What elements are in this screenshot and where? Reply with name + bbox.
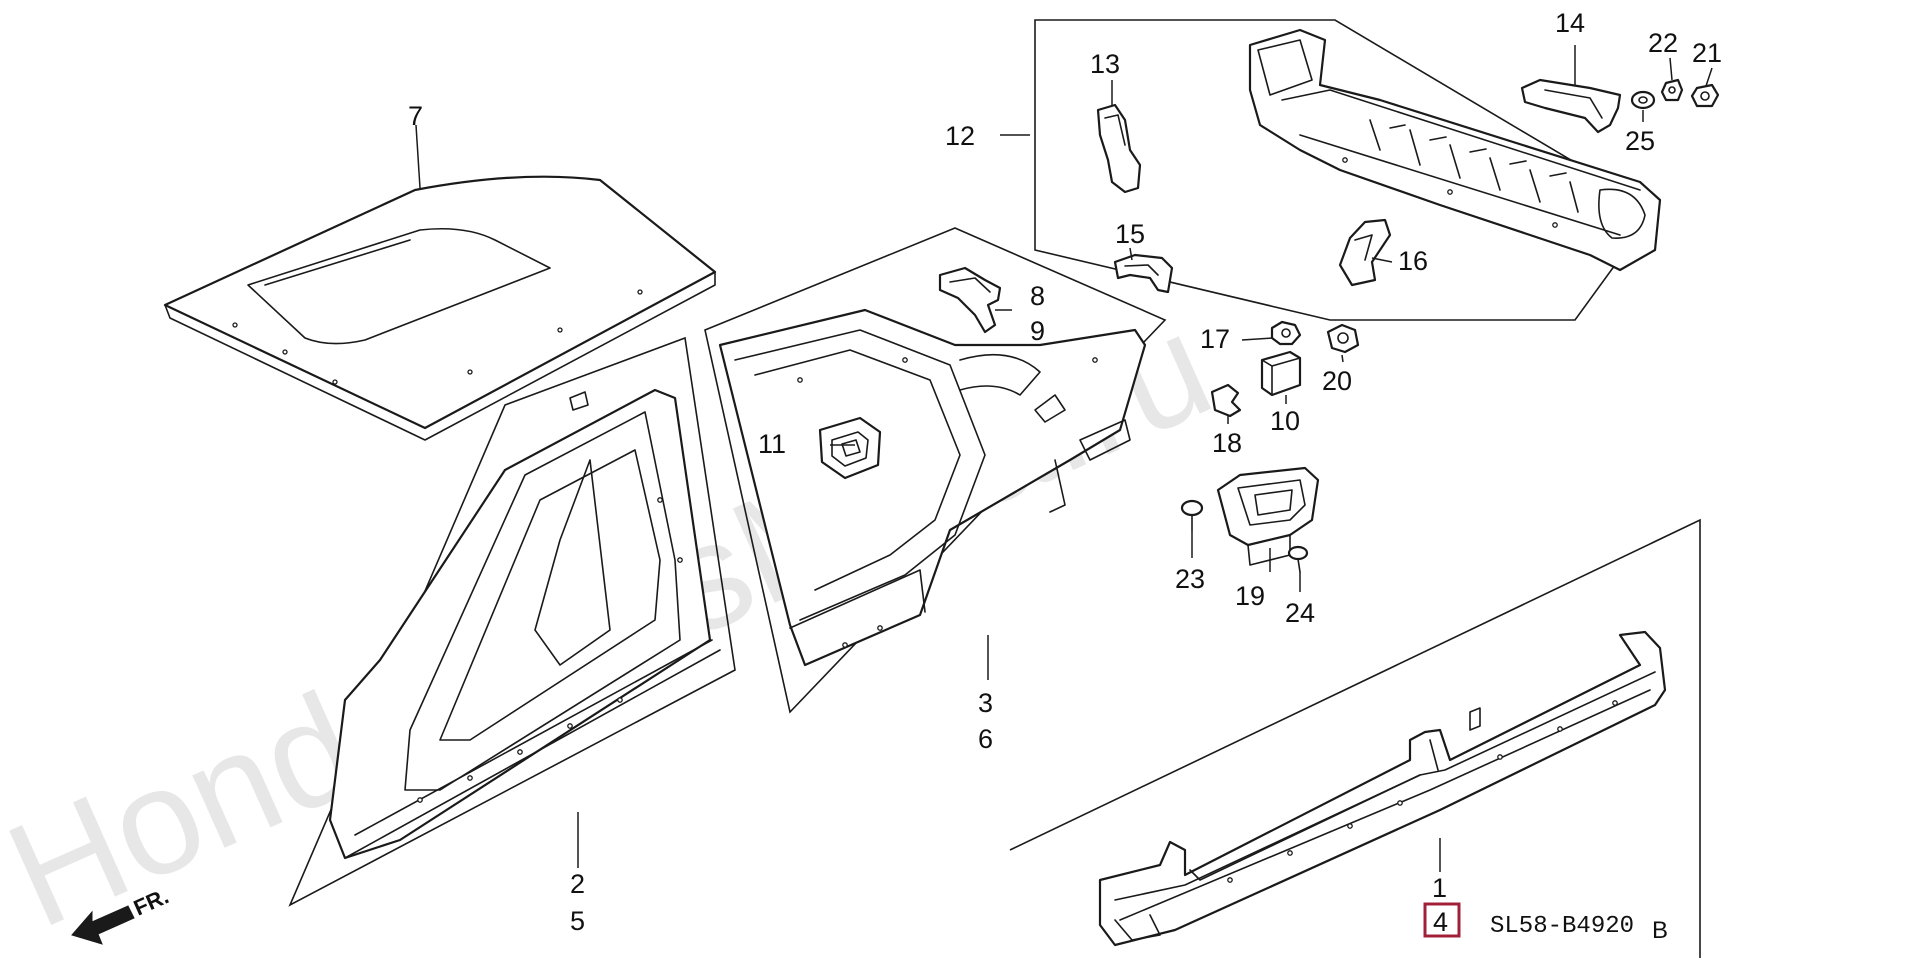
rear-panel-group-frame	[1034, 19, 1657, 321]
bolt-part-23[interactable]	[1180, 499, 1204, 531]
callout-5[interactable]: 5	[570, 906, 585, 936]
bracket-part-15[interactable]	[1113, 253, 1174, 294]
callout-4[interactable]: 4	[1433, 907, 1448, 937]
nut-part-22[interactable]	[1660, 78, 1684, 102]
rear-quarter-panel-part[interactable]	[704, 227, 1167, 714]
callout-1[interactable]: 1	[1432, 873, 1447, 903]
callout-19[interactable]: 19	[1235, 581, 1265, 611]
callout-18[interactable]: 18	[1212, 428, 1242, 458]
washer-part-25[interactable]	[1630, 90, 1656, 110]
callout-9[interactable]: 9	[1030, 316, 1045, 346]
callout-23[interactable]: 23	[1175, 564, 1205, 594]
callout-2[interactable]: 2	[570, 869, 585, 899]
bracket-part-13[interactable]	[1096, 103, 1142, 194]
callout-22[interactable]: 22	[1648, 28, 1678, 58]
callout-12[interactable]: 12	[945, 121, 975, 151]
nut-part-21[interactable]	[1690, 83, 1720, 108]
callout-20[interactable]: 20	[1322, 366, 1352, 396]
callout-16[interactable]: 16	[1398, 246, 1428, 276]
callout-6[interactable]: 6	[978, 724, 993, 754]
box-bracket-part-11[interactable]	[818, 416, 882, 480]
bracket-part-16[interactable]	[1338, 218, 1392, 287]
callout-24[interactable]: 24	[1285, 598, 1315, 628]
callout-11[interactable]: 11	[758, 429, 786, 459]
bracket-part-14[interactable]	[1520, 78, 1622, 134]
callout-13[interactable]: 13	[1090, 49, 1120, 79]
callout-25[interactable]: 25	[1625, 126, 1655, 156]
callout-10[interactable]: 10	[1270, 406, 1300, 436]
bolt-part-24[interactable]	[1287, 545, 1309, 573]
callout-14[interactable]: 14	[1555, 8, 1585, 38]
side-sill-group-frame	[1009, 518, 1701, 958]
leader-lines	[415, 45, 1713, 872]
clip-part-17[interactable]	[1270, 320, 1302, 346]
callout-21[interactable]: 21	[1692, 38, 1722, 68]
roof-panel-part[interactable]	[163, 175, 717, 441]
front-outer-panel-part[interactable]	[288, 336, 736, 907]
callout-17[interactable]: 17	[1200, 324, 1230, 354]
diagram-code: SL58-B4920	[1490, 913, 1634, 940]
rear-panel-assembly-part[interactable]	[1248, 28, 1662, 272]
grommet-part-20[interactable]	[1326, 323, 1360, 354]
block-part-10[interactable]	[1260, 350, 1302, 397]
callout-15[interactable]: 15	[1115, 219, 1145, 249]
callouts: 7 2 5 3 6 1 4 8 9 11 12 13 15 16 14 22 2…	[408, 8, 1722, 938]
callout-7[interactable]: 7	[408, 101, 423, 131]
clip-part-18[interactable]	[1210, 383, 1242, 418]
callout-3[interactable]: 3	[978, 688, 993, 718]
diagram-code-suffix: B	[1652, 917, 1668, 944]
callout-4-highlight-box	[1423, 902, 1461, 938]
callout-8[interactable]: 8	[1030, 281, 1045, 311]
side-sill-part[interactable]	[1098, 630, 1667, 947]
bracket-part-8-9[interactable]	[938, 266, 1002, 334]
